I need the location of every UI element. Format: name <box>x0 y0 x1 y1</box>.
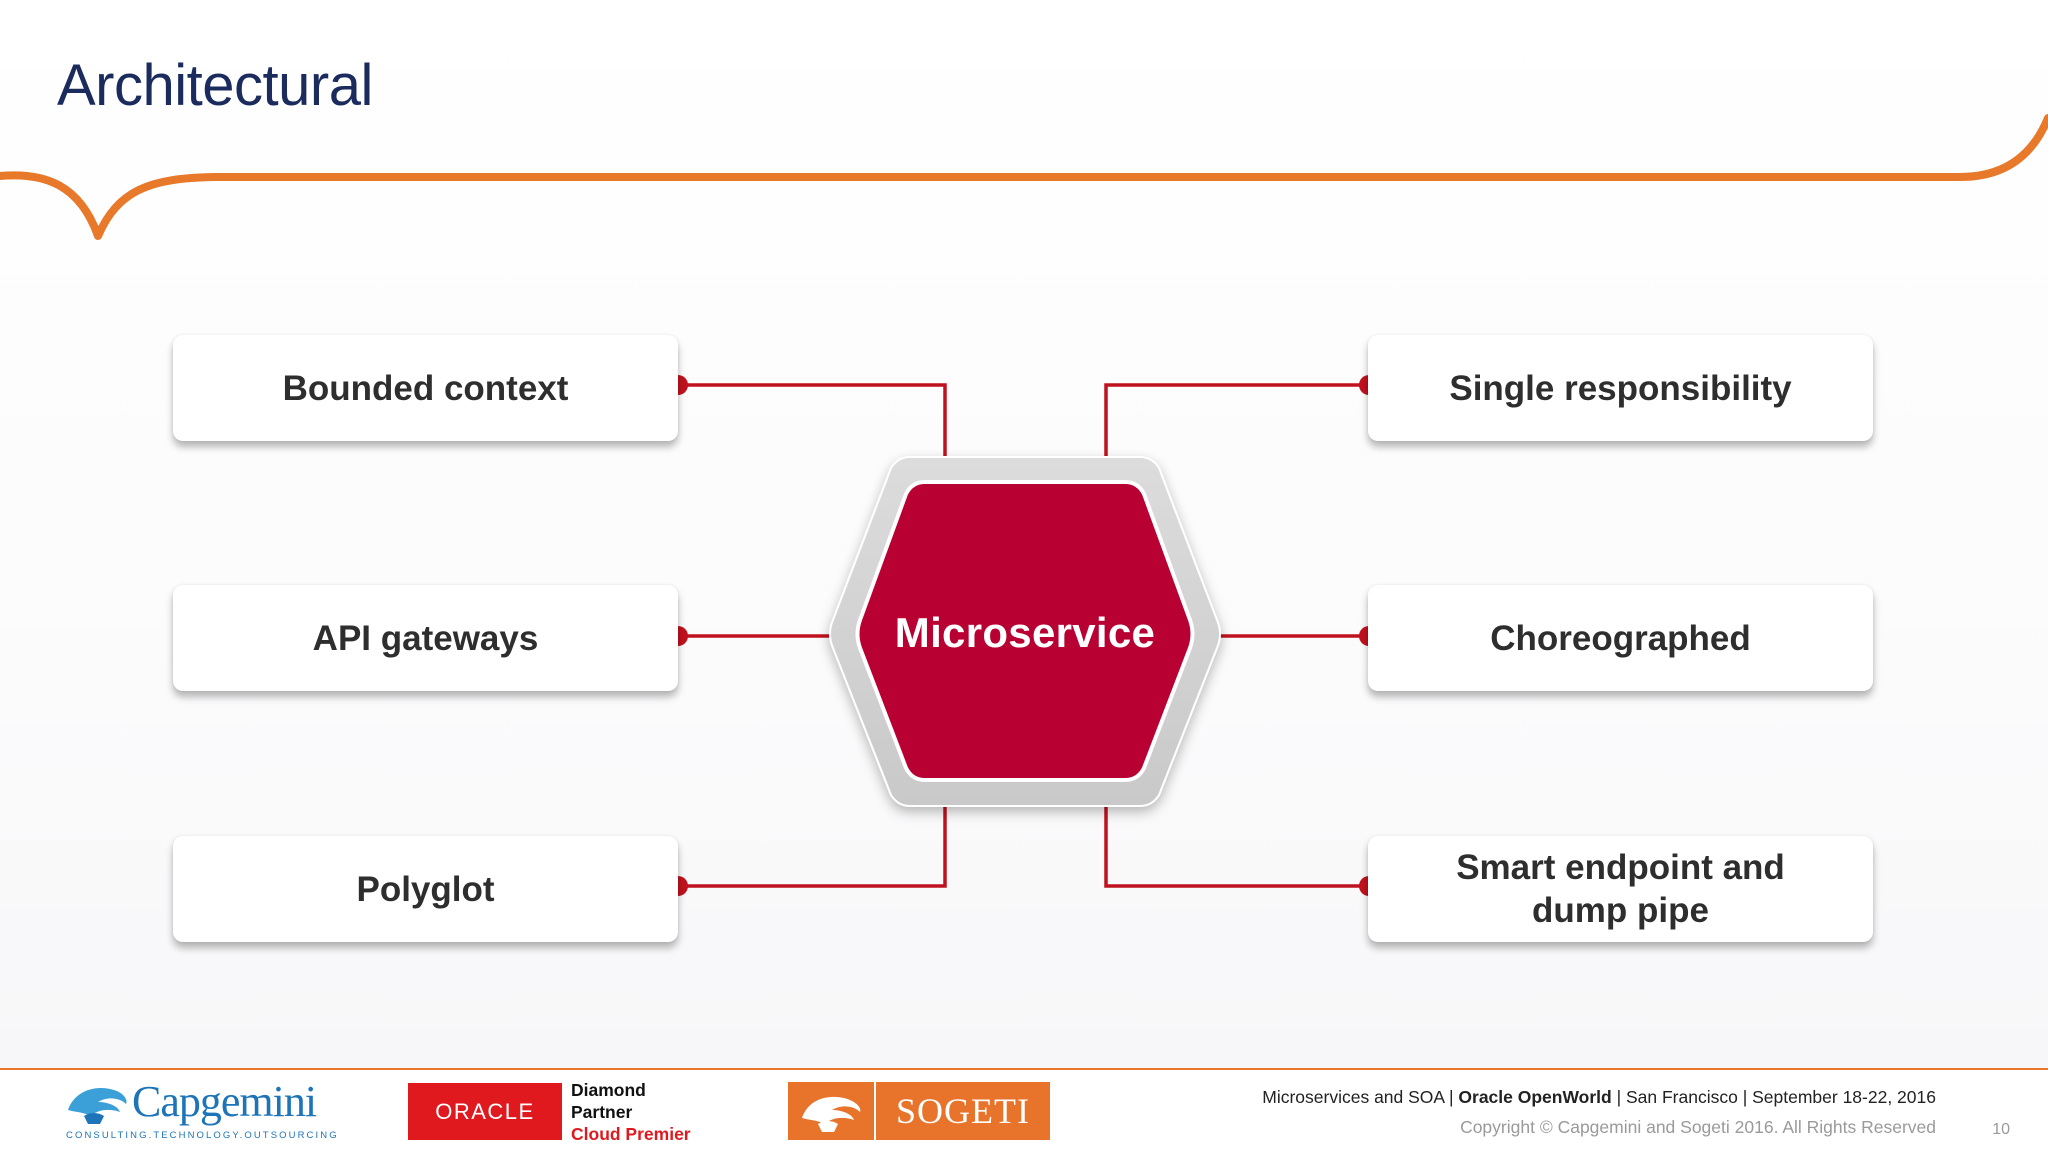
connector-single-responsibility <box>1104 375 1379 457</box>
concept-card-polyglot: Polyglot <box>173 836 678 942</box>
connector-choreographed <box>1220 626 1379 646</box>
event-name: Oracle OpenWorld <box>1458 1087 1612 1107</box>
capgemini-tagline: CONSULTING.TECHNOLOGY.OUTSOURCING <box>66 1130 339 1141</box>
oracle-partner-line1: Diamond <box>571 1080 646 1100</box>
capgemini-name: Capgemini <box>132 1077 317 1126</box>
slide-title: Architectural <box>57 53 373 118</box>
header-swoosh <box>0 114 2048 240</box>
connector-polyglot <box>668 806 947 896</box>
copyright-notice: Copyright © Capgemini and Sogeti 2016. A… <box>1460 1117 1936 1137</box>
sogeti-spade-block <box>788 1082 874 1140</box>
microservice-label: Microservice <box>894 609 1156 656</box>
event-info: Microservices and SOA | Oracle OpenWorld… <box>1262 1087 1936 1108</box>
concept-card-bounded-context: Bounded context <box>173 335 678 441</box>
oracle-logo: ORACLE <box>408 1083 562 1140</box>
capgemini-logo: Capgemini CONSULTING.TECHNOLOGY.OUTSOURC… <box>64 1077 337 1146</box>
footer-divider <box>0 1068 2048 1070</box>
sogeti-spade-icon <box>802 1096 861 1132</box>
microservice-hexagon <box>829 456 1221 807</box>
oracle-partner-badge: Diamond Partner Cloud Premier <box>571 1079 691 1145</box>
connector-smart-endpoint <box>1104 806 1379 896</box>
concept-card-choreographed: Choreographed <box>1368 585 1873 691</box>
connector-bounded-context <box>668 375 947 457</box>
sogeti-logo: SOGETI <box>788 1082 1050 1140</box>
concept-card-smart-endpoint: Smart endpoint and dump pipe <box>1368 836 1873 942</box>
concept-card-api-gateways: API gateways <box>173 585 678 691</box>
concept-card-single-responsibility: Single responsibility <box>1368 335 1873 441</box>
capgemini-spade-icon <box>68 1088 127 1124</box>
event-topic: Microservices and SOA | <box>1262 1087 1459 1107</box>
connector-api-gateways <box>668 626 830 646</box>
event-location-date: | San Francisco | September 18-22, 2016 <box>1611 1087 1936 1107</box>
page-number: 10 <box>1992 1121 2010 1138</box>
oracle-partner-line2: Partner <box>571 1102 633 1122</box>
sogeti-name: SOGETI <box>876 1082 1050 1140</box>
oracle-partner-line3: Cloud Premier <box>571 1124 691 1144</box>
